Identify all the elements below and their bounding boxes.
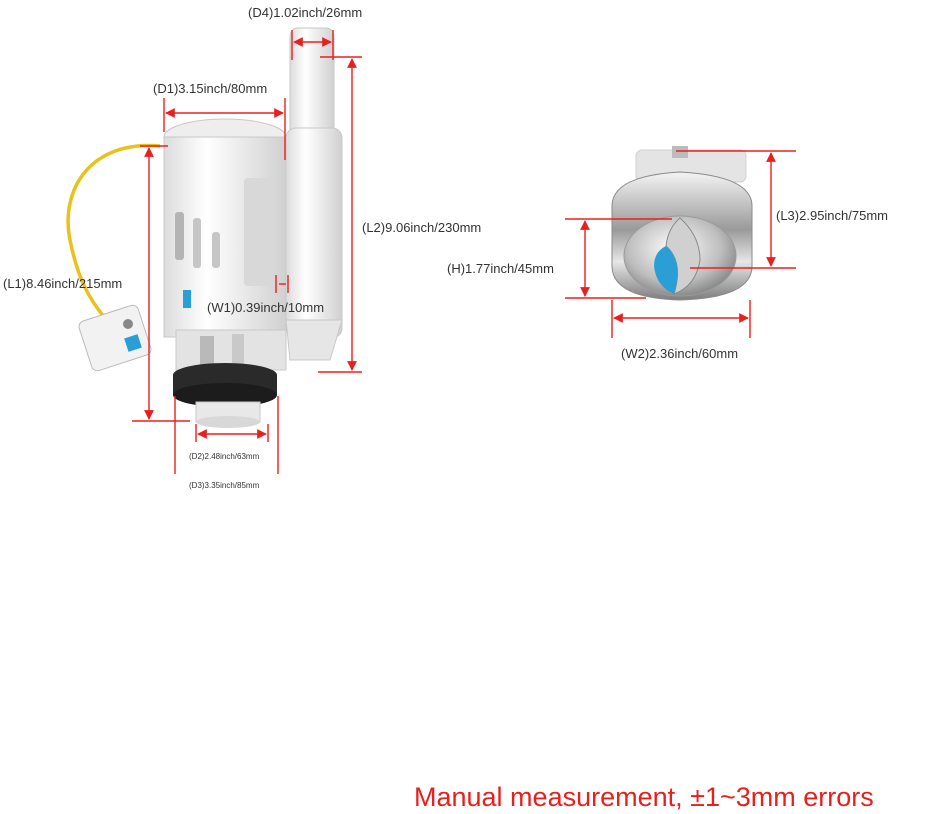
dimension-label-w1: (W1)0.39inch/10mm <box>207 300 324 315</box>
dimension-lines <box>132 30 796 474</box>
dimension-label-d3: (D3)3.35inch/85mm <box>189 481 260 490</box>
measurement-note: Manual measurement, ±1~3mm errors <box>414 782 874 812</box>
dimension-label-l3: (L3)2.95inch/75mm <box>776 208 888 223</box>
dimension-label-d1: (D1)3.15inch/80mm <box>153 81 267 96</box>
dimension-label-d2: (D2)2.48inch/63mm <box>189 452 260 461</box>
dimension-label-h: (H)1.77inch/45mm <box>447 261 554 276</box>
push-button-illustration <box>611 146 753 301</box>
dimension-label-l2: (L2)9.06inch/230mm <box>362 220 481 235</box>
dimension-label-l1: (L1)8.46inch/215mm <box>3 276 122 291</box>
dimension-label-w2: (W2)2.36inch/60mm <box>621 346 738 361</box>
flush-valve-illustration <box>66 27 343 428</box>
dimension-label-d4: (D4)1.02inch/26mm <box>248 5 362 20</box>
